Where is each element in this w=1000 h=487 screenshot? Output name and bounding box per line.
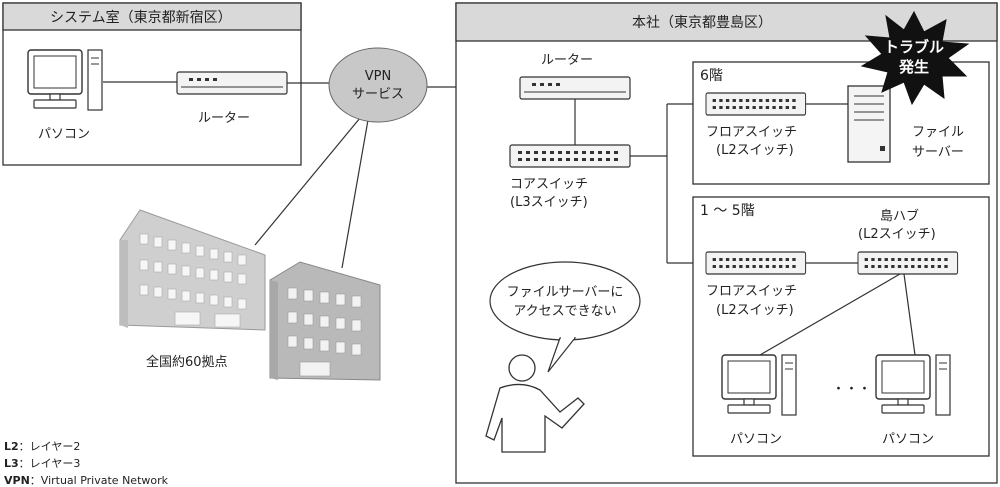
link-vpn-branch-1 [254,117,361,246]
legend: L2：レイヤー2 L3：レイヤー3 VPN：Virtual Private Ne… [4,440,169,487]
island-hub-icon [857,251,959,275]
core-switch-label-line2: (L3スイッチ) [510,195,588,210]
island-hub-label-line1: 島ハブ [880,208,919,224]
island-hub-label-line2: (L2スイッチ) [858,227,936,242]
vpn-cloud [328,47,428,123]
floor1to5-title: 1 ～ 5階 [700,203,755,219]
trouble-label-line2: 発生 [898,58,929,76]
floor1to5-switch-label-line2: (L2スイッチ) [716,303,794,318]
user-figure-icon [485,354,585,453]
systems-room-title: システム室（東京都新宿区） [50,9,232,26]
floor6-box [692,61,990,185]
systems-room-pc-icon [27,49,103,111]
core-switch-icon [509,144,631,168]
branch-building-icon [119,209,381,381]
floor6-title: 6階 [700,68,723,84]
floor1to5-box [692,196,990,457]
hq-title: 本社（東京都豊島区） [632,15,772,31]
pc-ellipsis: ・・・ [832,382,871,397]
branches-label: 全国約60拠点 [146,354,228,370]
floor6-switch-icon [705,92,807,116]
hq-router-label: ルーター [541,53,593,68]
core-switch-label-line1: コアスイッチ [510,177,588,192]
link-hub-pc-left [759,273,901,356]
hq-router-icon [519,76,631,100]
file-server-label-line2: サーバー [912,145,964,160]
file-server-label-line1: ファイル [912,125,964,140]
floor1to5-switch-label-line1: フロアスイッチ [706,284,797,299]
systems-room-router-label: ルーター [198,111,250,126]
pc-right-icon [875,354,951,416]
legend-item-l3: L3：レイヤー3 [4,457,80,470]
floor6-switch-label-line1: フロアスイッチ [706,125,797,140]
file-server-icon [847,85,891,163]
link-vpn-branch-2 [341,119,369,269]
pc-left-icon [721,354,797,416]
speech-line1: ファイルサーバーに [507,285,624,300]
trouble-burst-icon [860,10,970,106]
pc-right-label: パソコン [882,432,934,447]
vpn-label-line1: VPN [365,69,391,84]
speech-bubble [489,261,641,373]
trouble-label-line1: トラブル [884,38,944,56]
vpn-label-line2: サービス [352,87,404,102]
legend-item-l2: L2：レイヤー2 [4,440,80,453]
legend-item-vpn: VPN：Virtual Private Network [4,474,169,487]
floor1to5-switch-icon [705,251,807,275]
systems-room-router-icon [176,71,288,95]
speech-line2: アクセスできない [513,304,616,319]
link-hub-pc-right [903,273,916,356]
floor6-switch-label-line2: (L2スイッチ) [716,143,794,158]
systems-room-pc-label: パソコン [38,127,90,142]
pc-left-label: パソコン [730,432,782,447]
